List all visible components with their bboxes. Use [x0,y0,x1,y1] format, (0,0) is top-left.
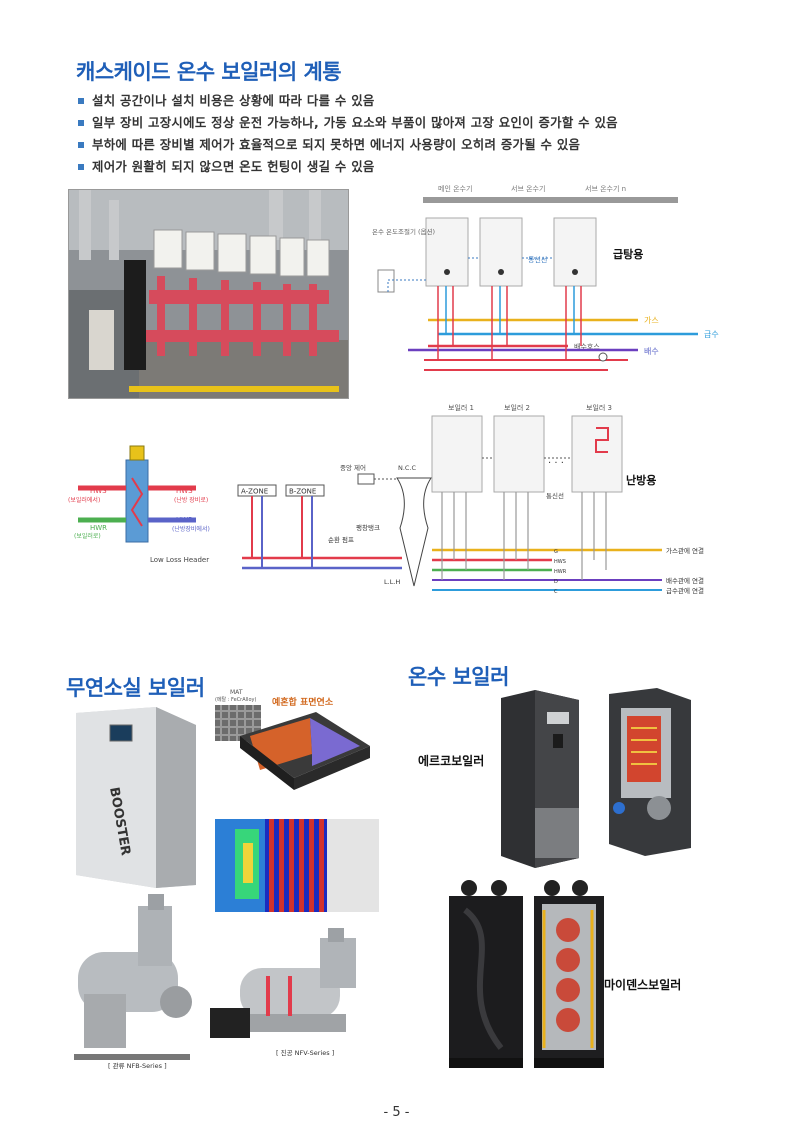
boiler-label: 보일러 1 [448,403,474,412]
line-label: HWR [554,569,567,575]
section-title-cascade: 캐스케이드 온수 보일러의 계통 [76,60,342,84]
comm-label: 통신선 [528,255,547,264]
nfv-boiler-image [210,928,356,1038]
unit-label: 메인 온수기 [438,184,472,193]
zone-label: A-ZONE [241,488,268,496]
nfb-boiler-image [74,894,192,1060]
unit-label: 서브 온수기 n [585,184,626,193]
bullet-item: 일부 장비 고장시에도 정상 운전 가능하나, 가동 요소와 부품이 많아져 고… [78,114,618,136]
central-label: 중앙 제어 [340,463,366,472]
premix-burner-image [240,712,370,790]
mydens-cutaway-image [534,880,604,1068]
llh-hwr-from: (난방장비에서) [172,525,210,533]
pump-label: 순환 펌프 [328,535,354,544]
comm-label: 통신선 [546,491,564,500]
nfv-caption: [ 진공 NFV-Series ] [276,1049,335,1057]
erco-cutaway-image [609,688,691,856]
page-number: - 5 - [383,1105,410,1120]
cascade-boiler-photo [68,189,349,399]
mydens-boiler-image [449,880,523,1068]
llh-hws-from: (보일러에서) [68,496,100,504]
line-label: HWS [554,559,566,565]
section-title-chamberless: 무연소실 보일러 [66,676,205,700]
unit-label: 서브 온수기 [511,184,545,193]
controller-label: 온수 온도조절기 (옵션) [372,227,435,236]
supply-conn-label: 급수관에 연결 [666,586,704,595]
llh-hws-right: HWS [176,487,193,495]
bullet-item: 부하에 따른 장비별 제어가 효율적으로 되지 못하면 에너지 사용량이 오히려… [78,136,618,158]
hotwater-label: 급탕용 [613,247,643,261]
bullet-list: 설치 공간이나 설치 비용은 상황에 따라 다를 수 있음 일부 장비 고장시에… [78,92,618,180]
drain-conn-label: 배수관에 연결 [666,576,704,585]
line-label: D [554,579,558,585]
nfb-caption: [ 관류 NFB-Series ] [108,1062,167,1070]
gas-label: 가스 [644,316,659,325]
section-title-hotwater: 온수 보일러 [408,665,509,689]
llh-caption: Low Loss Header [150,556,209,564]
drain-hose-label: 배수호스 [574,342,600,351]
line-label: G [554,549,558,555]
premix-label: 예혼합 표면연소 [272,698,334,708]
mydens-label: 마이덴스보일러 [604,978,682,992]
llh-hwr-to: (보일러로) [74,532,101,540]
llh-hws-label: HWS [90,487,107,495]
heating-cascade-diagram: 보일러 1 보일러 2 보일러 3 · · · 난방용 A-ZONE B-ZON… [237,403,704,595]
supply-label: 급수 [704,330,719,339]
ncc-label: N.C.C [398,464,417,472]
llh-hwr-label: HWR [90,524,107,532]
boiler-label: 보일러 3 [586,403,612,412]
heating-label: 난방용 [626,473,656,487]
gas-conn-label: 가스관에 연결 [666,546,704,555]
llh-hws-to: (난방 장비로) [174,496,208,504]
boiler-label: 보일러 2 [504,403,530,412]
line-label: C [554,589,558,595]
mat-sub-label: (메탈 : FeCrAlloy) [215,697,257,703]
llh-hwr-right: HWR [176,516,193,524]
bullet-item: 제어가 원활히 되지 않으면 온도 헌팅이 생길 수 있음 [78,158,618,180]
mat-label: MAT [230,689,243,696]
erco-label: 에르코보일러 [418,754,485,768]
booster-boiler-image: BOOSTER [76,707,196,888]
low-loss-header-diagram: HWS (보일러에서) HWS (난방 장비로) HWR (보일러로) HWR … [68,445,210,564]
bullet-item: 설치 공간이나 설치 비용은 상황에 따라 다를 수 있음 [78,92,618,114]
heat-simulation-image [215,819,379,912]
ellipsis: · · · [548,458,564,469]
drain-label: 배수 [644,347,659,356]
erco-boiler-image [501,690,579,868]
zone-label: B-ZONE [289,488,316,496]
tank-label: 팽창탱크 [356,523,380,532]
llh-label: L.L.H [384,578,400,586]
hotwater-cascade-diagram: 메인 온수기 서브 온수기 서브 온수기 n 온수 온도조절기 (옵션) 통신선… [372,184,719,371]
